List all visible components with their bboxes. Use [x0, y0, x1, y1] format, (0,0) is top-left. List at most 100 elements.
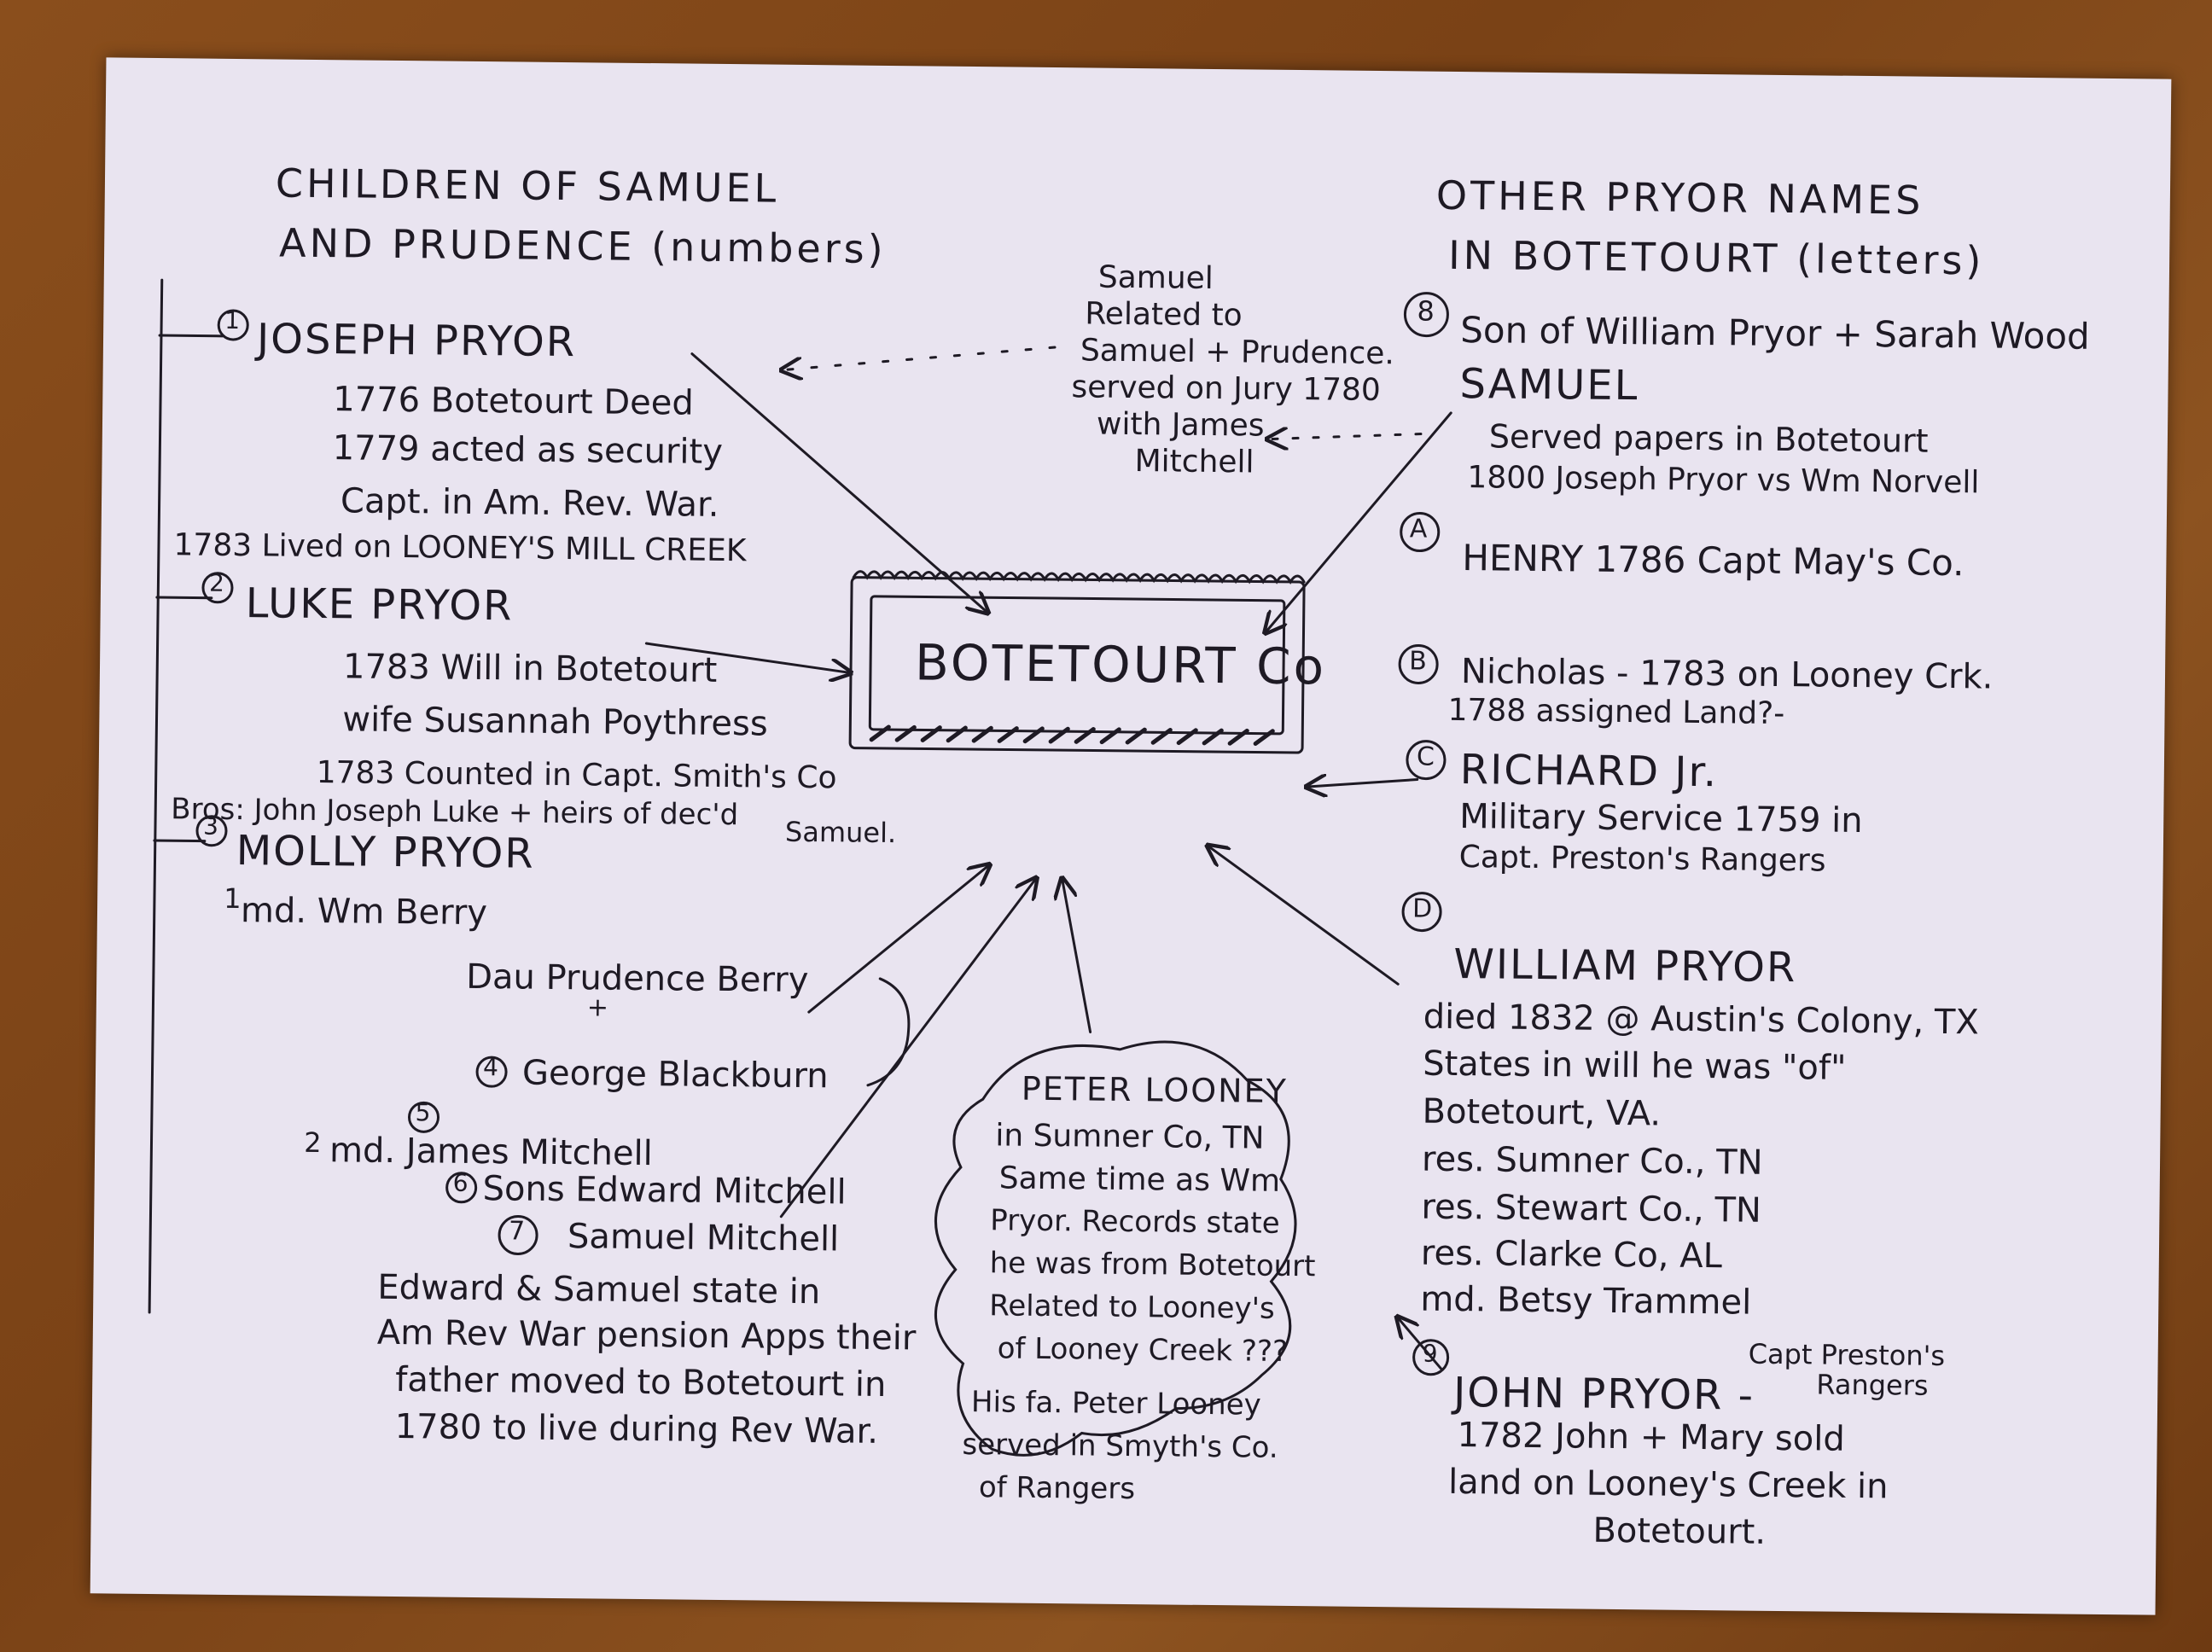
john-rangers-1: Capt Preston's: [1748, 1337, 1946, 1373]
william-line-5: res. Stewart Co., TN: [1421, 1187, 1762, 1230]
richard-name: RICHARD Jr.: [1459, 746, 1719, 797]
samuel-note-4: served on Jury 1780: [1071, 369, 1382, 409]
circle-9-icon: [1412, 1339, 1450, 1376]
branch-2: [155, 596, 213, 600]
marker-5: 5: [415, 1098, 431, 1127]
circle-6-icon: [445, 1172, 478, 1204]
joseph-name: JOSEPH PRYOR: [256, 315, 577, 367]
marker-6: 6: [452, 1168, 469, 1197]
son-of-line-2: 1800 Joseph Pryor vs Wm Norvell: [1467, 460, 1980, 501]
peter-cloud: [934, 1040, 1297, 1457]
william-line-4: res. Sumner Co., TN: [1421, 1139, 1763, 1183]
marker-2: 2: [208, 568, 225, 597]
center-label: BOTETOURT Co: [914, 633, 1327, 696]
marker-9: 9: [1422, 1339, 1438, 1368]
center-box-hatch-bottom: [869, 724, 1275, 747]
john-line-3: Botetourt.: [1592, 1510, 1767, 1552]
molly-md2: md. James Mitchell: [329, 1131, 654, 1174]
william-line-7: md. Betsy Trammel: [1420, 1279, 1752, 1323]
peter-line-1: in Sumner Co, TN: [995, 1118, 1265, 1156]
center-box-inner: [868, 595, 1286, 736]
peter-line-2: Same time as Wm: [998, 1160, 1281, 1199]
molly-note-4: 1780 to live during Rev War.: [394, 1407, 879, 1451]
nicholas-line-1: Nicholas - 1783 on Looney Crk.: [1460, 652, 1994, 697]
william-line-3: Botetourt, VA.: [1422, 1091, 1662, 1134]
william-name: WILLIAM PRYOR: [1453, 939, 1797, 992]
marker-c: C: [1416, 742, 1435, 772]
circle-2-icon: [201, 572, 234, 604]
luke-line-4: Bros: John Joseph Luke + heirs of dec'd: [171, 792, 739, 833]
circle-5-icon: [408, 1101, 440, 1133]
marker-d: D: [1412, 893, 1433, 924]
peter-fa-1: His fa. Peter Looney: [970, 1385, 1261, 1422]
molly-note-1: Edward & Samuel state in: [377, 1267, 821, 1312]
john-name: JOHN PRYOR -: [1452, 1368, 1755, 1420]
circle-c-icon: [1406, 740, 1447, 781]
arrow-luke: [644, 642, 851, 673]
molly-name: MOLLY PRYOR: [236, 827, 535, 878]
paper-sheet: 1 2 3 4 5 6 7 8 A B C D 9 CHILDREN OF SA…: [90, 57, 2172, 1615]
luke-line-2: wife Susannah Poythress: [342, 700, 768, 744]
william-line-6: res. Clarke Co, AL: [1420, 1233, 1723, 1277]
arrow-william: [1206, 846, 1400, 986]
circle-8-icon: [1403, 292, 1449, 338]
joseph-line-1: 1776 Botetourt Deed: [333, 380, 695, 423]
luke-name: LUKE PRYOR: [245, 579, 514, 631]
marker-8: 8: [1417, 294, 1435, 328]
circle-7-icon: [498, 1215, 538, 1256]
left-heading-line-2: AND PRUDENCE (numbers): [278, 219, 887, 272]
samuel-note-2: Related to: [1085, 296, 1243, 334]
molly-samuel: Samuel Mitchell: [567, 1217, 840, 1259]
molly-dau: Dau Prudence Berry: [465, 957, 809, 1001]
peter-line-6: of Looney Creek ???: [997, 1331, 1289, 1369]
peter-fa-2: served in Smyth's Co.: [962, 1427, 1278, 1465]
richard-line-2: Capt. Preston's Rangers: [1458, 840, 1826, 879]
peter-line-5: Related to Looney's: [989, 1288, 1275, 1326]
marker-1: 1: [224, 305, 241, 335]
molly-md2-prefix: 2: [303, 1126, 322, 1160]
joseph-line-3: Capt. in Am. Rev. War.: [340, 481, 719, 525]
peter-line-4: he was from Botetourt: [989, 1246, 1316, 1284]
william-line-2: States in will he was "of": [1422, 1044, 1847, 1088]
arrow-john: [1396, 1317, 1442, 1370]
samuel-note-3: Samuel + Prudence.: [1080, 333, 1395, 372]
samuel-note-5: with James: [1096, 406, 1265, 444]
luke-line-1: 1783 Will in Botetourt: [342, 647, 718, 690]
right-heading-line-2: IN BOTETOURT (letters): [1447, 231, 1985, 284]
luke-line-5: Samuel.: [784, 815, 897, 850]
son-of-line-1: Served papers in Botetourt: [1488, 417, 1929, 460]
samuel-note-6: Mitchell: [1134, 444, 1254, 480]
marker-7: 7: [508, 1216, 526, 1247]
molly-note-2: Am Rev War pension Apps their: [376, 1312, 917, 1358]
molly-george: George Blackburn: [521, 1053, 829, 1096]
circle-3-icon: [195, 815, 228, 847]
center-box-hatch-top: [852, 570, 1306, 585]
right-heading-line-1: OTHER PRYOR NAMES: [1435, 172, 1924, 224]
peter-name: PETER LOONEY: [1021, 1069, 1289, 1110]
luke-line-3: 1783 Counted in Capt. Smith's Co: [316, 755, 837, 796]
john-line-2: land on Looney's Creek in: [1447, 1462, 1889, 1507]
joseph-line-4: 1783 Lived on LOONEY'S MILL CREEK: [173, 527, 747, 569]
circle-1-icon: [217, 309, 249, 341]
nicholas-line-2: 1788 assigned Land?-: [1447, 692, 1785, 732]
peter-line-3: Pryor. Records state: [990, 1203, 1280, 1241]
peter-fa-3: of Rangers: [978, 1470, 1136, 1507]
circle-d-icon: [1401, 892, 1442, 933]
berry-brace: [866, 977, 911, 1087]
left-bracket-line: [148, 278, 164, 1314]
john-line-1: 1782 John + Mary sold: [1457, 1416, 1845, 1459]
circle-4-icon: [475, 1056, 508, 1088]
molly-plus: +: [586, 992, 609, 1023]
marker-b: B: [1408, 646, 1427, 677]
marker-a: A: [1409, 514, 1428, 544]
molly-md1-prefix: 1: [223, 881, 242, 916]
molly-sons: Sons Edward Mitchell: [482, 1169, 847, 1213]
arrow-mitchell: [779, 875, 1036, 1219]
john-rangers-2: Rangers: [1816, 1368, 1929, 1402]
son-of-name: SAMUEL: [1459, 360, 1639, 410]
dashed-arrow-son: [1267, 433, 1423, 441]
diagram-lines: [148, 278, 1452, 1457]
richard-line-1: Military Service 1759 in: [1459, 797, 1863, 841]
son-of-line: Son of William Pryor + Sarah Wood: [1459, 309, 2090, 358]
marker-4: 4: [482, 1053, 499, 1082]
